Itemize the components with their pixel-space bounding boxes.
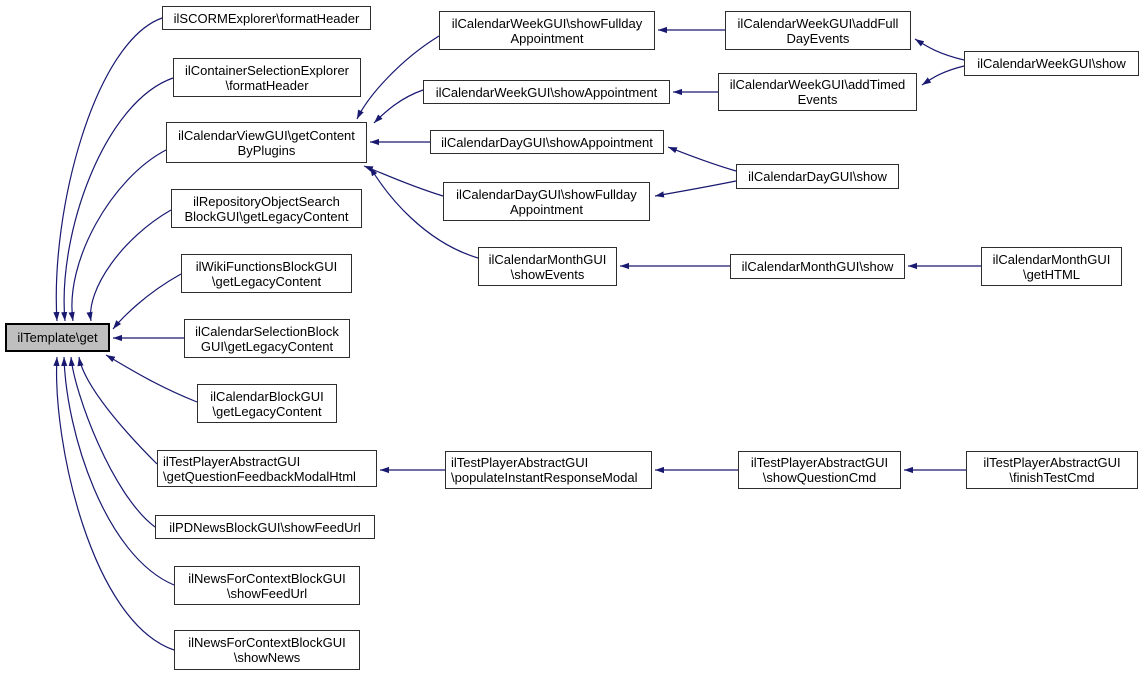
edge-monthshowevents-to-getcontent (369, 166, 479, 259)
edge-getcontentbyplugins-to-template (68, 149, 167, 322)
edge-newsforcontext-shownews-to-template (53, 356, 175, 651)
node-ilcalendardaygui-show[interactable]: ilCalendarDayGUI\show (736, 164, 899, 189)
node-ilcalendarweekgui-showappointment[interactable]: ilCalendarWeekGUI\showAppointment (423, 80, 670, 104)
node-ilcalendarweekgui-addtimedevents[interactable]: ilCalendarWeekGUI\addTimed Events (718, 73, 917, 111)
edge-newsforcontext-feedurl-to-template (61, 356, 175, 586)
node-iltestplayerabstractgui-finishtestcmd[interactable]: ilTestPlayerAbstractGUI \finishTestCmd (966, 451, 1138, 489)
node-ilpdnewsblockgui-showfeedurl[interactable]: ilPDNewsBlockGUI\showFeedUrl (155, 515, 375, 539)
edge-weekshow-to-addtimedevents (921, 65, 965, 86)
node-ilnewsforcontextblockgui-shownews[interactable]: ilNewsForContextBlockGUI \showNews (174, 630, 360, 670)
node-ilcalendarweekgui-showfulldayappointment[interactable]: ilCalendarWeekGUI\showFullday Appointmen… (439, 11, 655, 50)
edge-weekshow-to-addfulldayevents (914, 38, 965, 61)
node-ilrepositoryobjectsearchblockgui-getlegacycontent[interactable]: ilRepositoryObjectSearch BlockGUI\getLeg… (171, 189, 362, 228)
node-ilcalendardaygui-showfulldayappointment[interactable]: ilCalendarDayGUI\showFullday Appointment (443, 182, 650, 221)
node-ilcalendarweekgui-show[interactable]: ilCalendarWeekGUI\show (964, 51, 1139, 76)
node-ilcalendardaygui-showappointment[interactable]: ilCalendarDayGUI\showAppointment (430, 130, 664, 154)
edge-dayfullday-to-getcontent (363, 165, 444, 197)
edge-containerselection-to-template (61, 77, 174, 322)
node-ilcalendarmonthgui-showevents[interactable]: ilCalendarMonthGUI \showEvents (478, 247, 617, 286)
edge-dayshow-to-dayappointment (667, 146, 737, 172)
node-iltestplayerabstractgui-getquestionfeedbackmodalhtml[interactable]: ilTestPlayerAbstractGUI \getQuestionFeed… (157, 450, 377, 487)
edge-scormexplorer-to-template (53, 17, 163, 322)
edge-calendarblock-to-template (105, 354, 198, 403)
node-ilcalendarmonthgui-show[interactable]: ilCalendarMonthGUI\show (730, 254, 905, 279)
node-ilwikifunctionsblockgui-getlegacycontent[interactable]: ilWikiFunctionsBlockGUI \getLegacyConten… (181, 254, 352, 293)
node-ilcalendarblockgui-getlegacycontent[interactable]: ilCalendarBlockGUI \getLegacyContent (197, 384, 337, 423)
node-ilcalendarweekgui-addfulldayevents[interactable]: ilCalendarWeekGUI\addFull DayEvents (725, 11, 911, 50)
node-ilcalendarmonthgui-gethtml[interactable]: ilCalendarMonthGUI \getHTML (981, 247, 1122, 286)
node-ilcalendarviewgui-getcontentbyplugins[interactable]: ilCalendarViewGUI\getContent ByPlugins (166, 122, 367, 163)
node-ilscormexplorer-formatheader[interactable]: ilSCORMExplorer\formatHeader (162, 6, 371, 30)
node-ilcontainerselectionexplorer-formatheader[interactable]: ilContainerSelectionExplorer \formatHead… (173, 58, 361, 97)
node-iltestplayerabstractgui-populateinstantresponsemodal[interactable]: ilTestPlayerAbstractGUI \populateInstant… (445, 451, 652, 489)
edge-wikifunctions-to-template (112, 273, 182, 330)
edge-weekappointment-to-getcontent (373, 89, 424, 124)
edge-repositorysearch-to-template (86, 209, 172, 322)
edge-pdnewsblock-to-template (68, 356, 156, 528)
edge-getquestionfeedback-to-template (77, 356, 158, 465)
node-ilnewsforcontextblockgui-showfeedurl[interactable]: ilNewsForContextBlockGUI \showFeedUrl (174, 566, 360, 605)
edge-dayshow-to-dayfullday (654, 180, 737, 198)
node-ilcalendarselectionblockgui-getlegacycontent[interactable]: ilCalendarSelectionBlock GUI\getLegacyCo… (184, 319, 350, 358)
node-iltestplayerabstractgui-showquestioncmd[interactable]: ilTestPlayerAbstractGUI \showQuestionCmd (738, 451, 901, 489)
edge-weekfullday-to-getcontent (356, 35, 440, 120)
node-iltemplate-get[interactable]: ilTemplate\get (5, 323, 110, 352)
